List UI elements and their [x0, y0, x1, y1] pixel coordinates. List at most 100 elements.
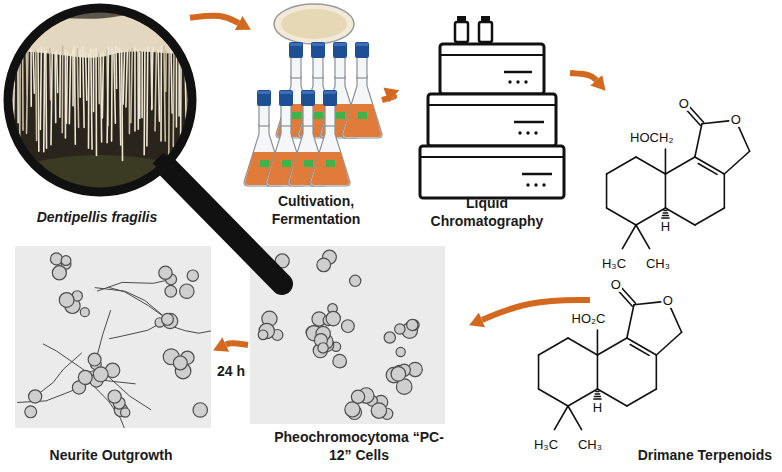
module-line [504, 71, 532, 74]
art-line [57, 51, 58, 93]
art-line [619, 291, 633, 306]
art-line [665, 174, 667, 208]
art-circle [52, 266, 66, 280]
art-line [664, 210, 667, 212]
atom-label: H [660, 220, 671, 234]
stage-caption: Pheochromocytoma “PC-12” Cells [269, 428, 449, 464]
art-line [627, 338, 656, 355]
atom-label: HOCH₂ [629, 131, 674, 145]
art-circle [180, 284, 194, 298]
art-ellipse [274, 4, 354, 44]
art-line [597, 330, 599, 355]
art-rect [312, 43, 324, 46]
art-line [568, 406, 582, 430]
art-rect [282, 160, 291, 167]
art-line [86, 53, 87, 100]
art-rect [326, 160, 335, 167]
art-line [40, 47, 41, 130]
atom-label: O [610, 277, 622, 291]
art-ellipse [281, 9, 347, 39]
stage-caption: Neurite Outgrowth [50, 446, 173, 464]
art-path [95, 288, 168, 320]
art-line [607, 157, 636, 174]
art-g [17, 253, 211, 428]
mushroom-photo [0, 0, 215, 235]
art-line [739, 127, 750, 152]
art-line [702, 121, 729, 124]
art-circle [371, 403, 386, 418]
art-circle [313, 343, 327, 357]
stage-box: Neurite Outgrowth [8, 240, 214, 466]
art-line [129, 50, 131, 134]
art-line [139, 52, 141, 118]
art-line [622, 225, 636, 249]
art-rect [314, 112, 323, 119]
art-circle [187, 270, 198, 281]
art-rect [289, 42, 303, 58]
art-line [101, 54, 102, 142]
art-line [22, 49, 24, 130]
art-g [276, 42, 316, 138]
art-line [176, 47, 178, 127]
module-dot [526, 131, 529, 134]
art-line [158, 50, 159, 121]
art-line [630, 345, 649, 356]
art-rect [334, 43, 346, 46]
art-line [119, 48, 120, 145]
atom-label: H [592, 401, 603, 415]
flow-arrow [226, 343, 248, 345]
art-line [595, 396, 601, 398]
art-path [310, 124, 350, 186]
culture-flasks [244, 4, 382, 186]
art-circle [351, 390, 364, 403]
art-rect [302, 91, 314, 94]
art-line [656, 332, 681, 355]
art-circle [25, 406, 37, 418]
art-line [77, 49, 78, 128]
art-rect [257, 90, 271, 106]
art-line [123, 52, 124, 104]
art-g [342, 42, 382, 138]
art-rect [292, 112, 301, 119]
art-g [310, 90, 350, 186]
magnifier-ring [8, 8, 192, 192]
art-line [126, 50, 127, 107]
atom-label: CH₃ [577, 438, 603, 452]
art-path [342, 76, 382, 138]
art-line [656, 355, 658, 389]
art-path [311, 152, 349, 185]
art-line [111, 48, 113, 141]
art-line [622, 288, 636, 303]
art-line [662, 217, 669, 219]
art-circle [318, 343, 328, 353]
art-circle [88, 353, 101, 366]
solvent-bottle [455, 22, 468, 42]
art-line [37, 49, 39, 151]
art-circle [159, 266, 172, 279]
art-circle [61, 256, 71, 266]
art-circle [162, 313, 177, 328]
art-line [690, 107, 704, 122]
art-line [606, 174, 608, 208]
module-dot [534, 131, 537, 134]
art-rect [311, 42, 325, 58]
art-circle [29, 390, 42, 403]
art-path [343, 104, 381, 137]
art-line [155, 52, 156, 131]
art-line [66, 53, 69, 123]
atom-label: O [678, 96, 690, 110]
art-circle [259, 323, 274, 338]
lc-module [428, 94, 556, 146]
art-line [724, 151, 749, 174]
art-circle [162, 313, 174, 325]
art-circle [407, 319, 418, 330]
art-rect [301, 90, 315, 106]
art-line [695, 208, 724, 225]
art-rect [333, 42, 347, 58]
lc-module [440, 44, 544, 94]
magnifier [8, 8, 282, 284]
atom-label: H₃C [533, 438, 559, 452]
art-line [72, 50, 74, 106]
